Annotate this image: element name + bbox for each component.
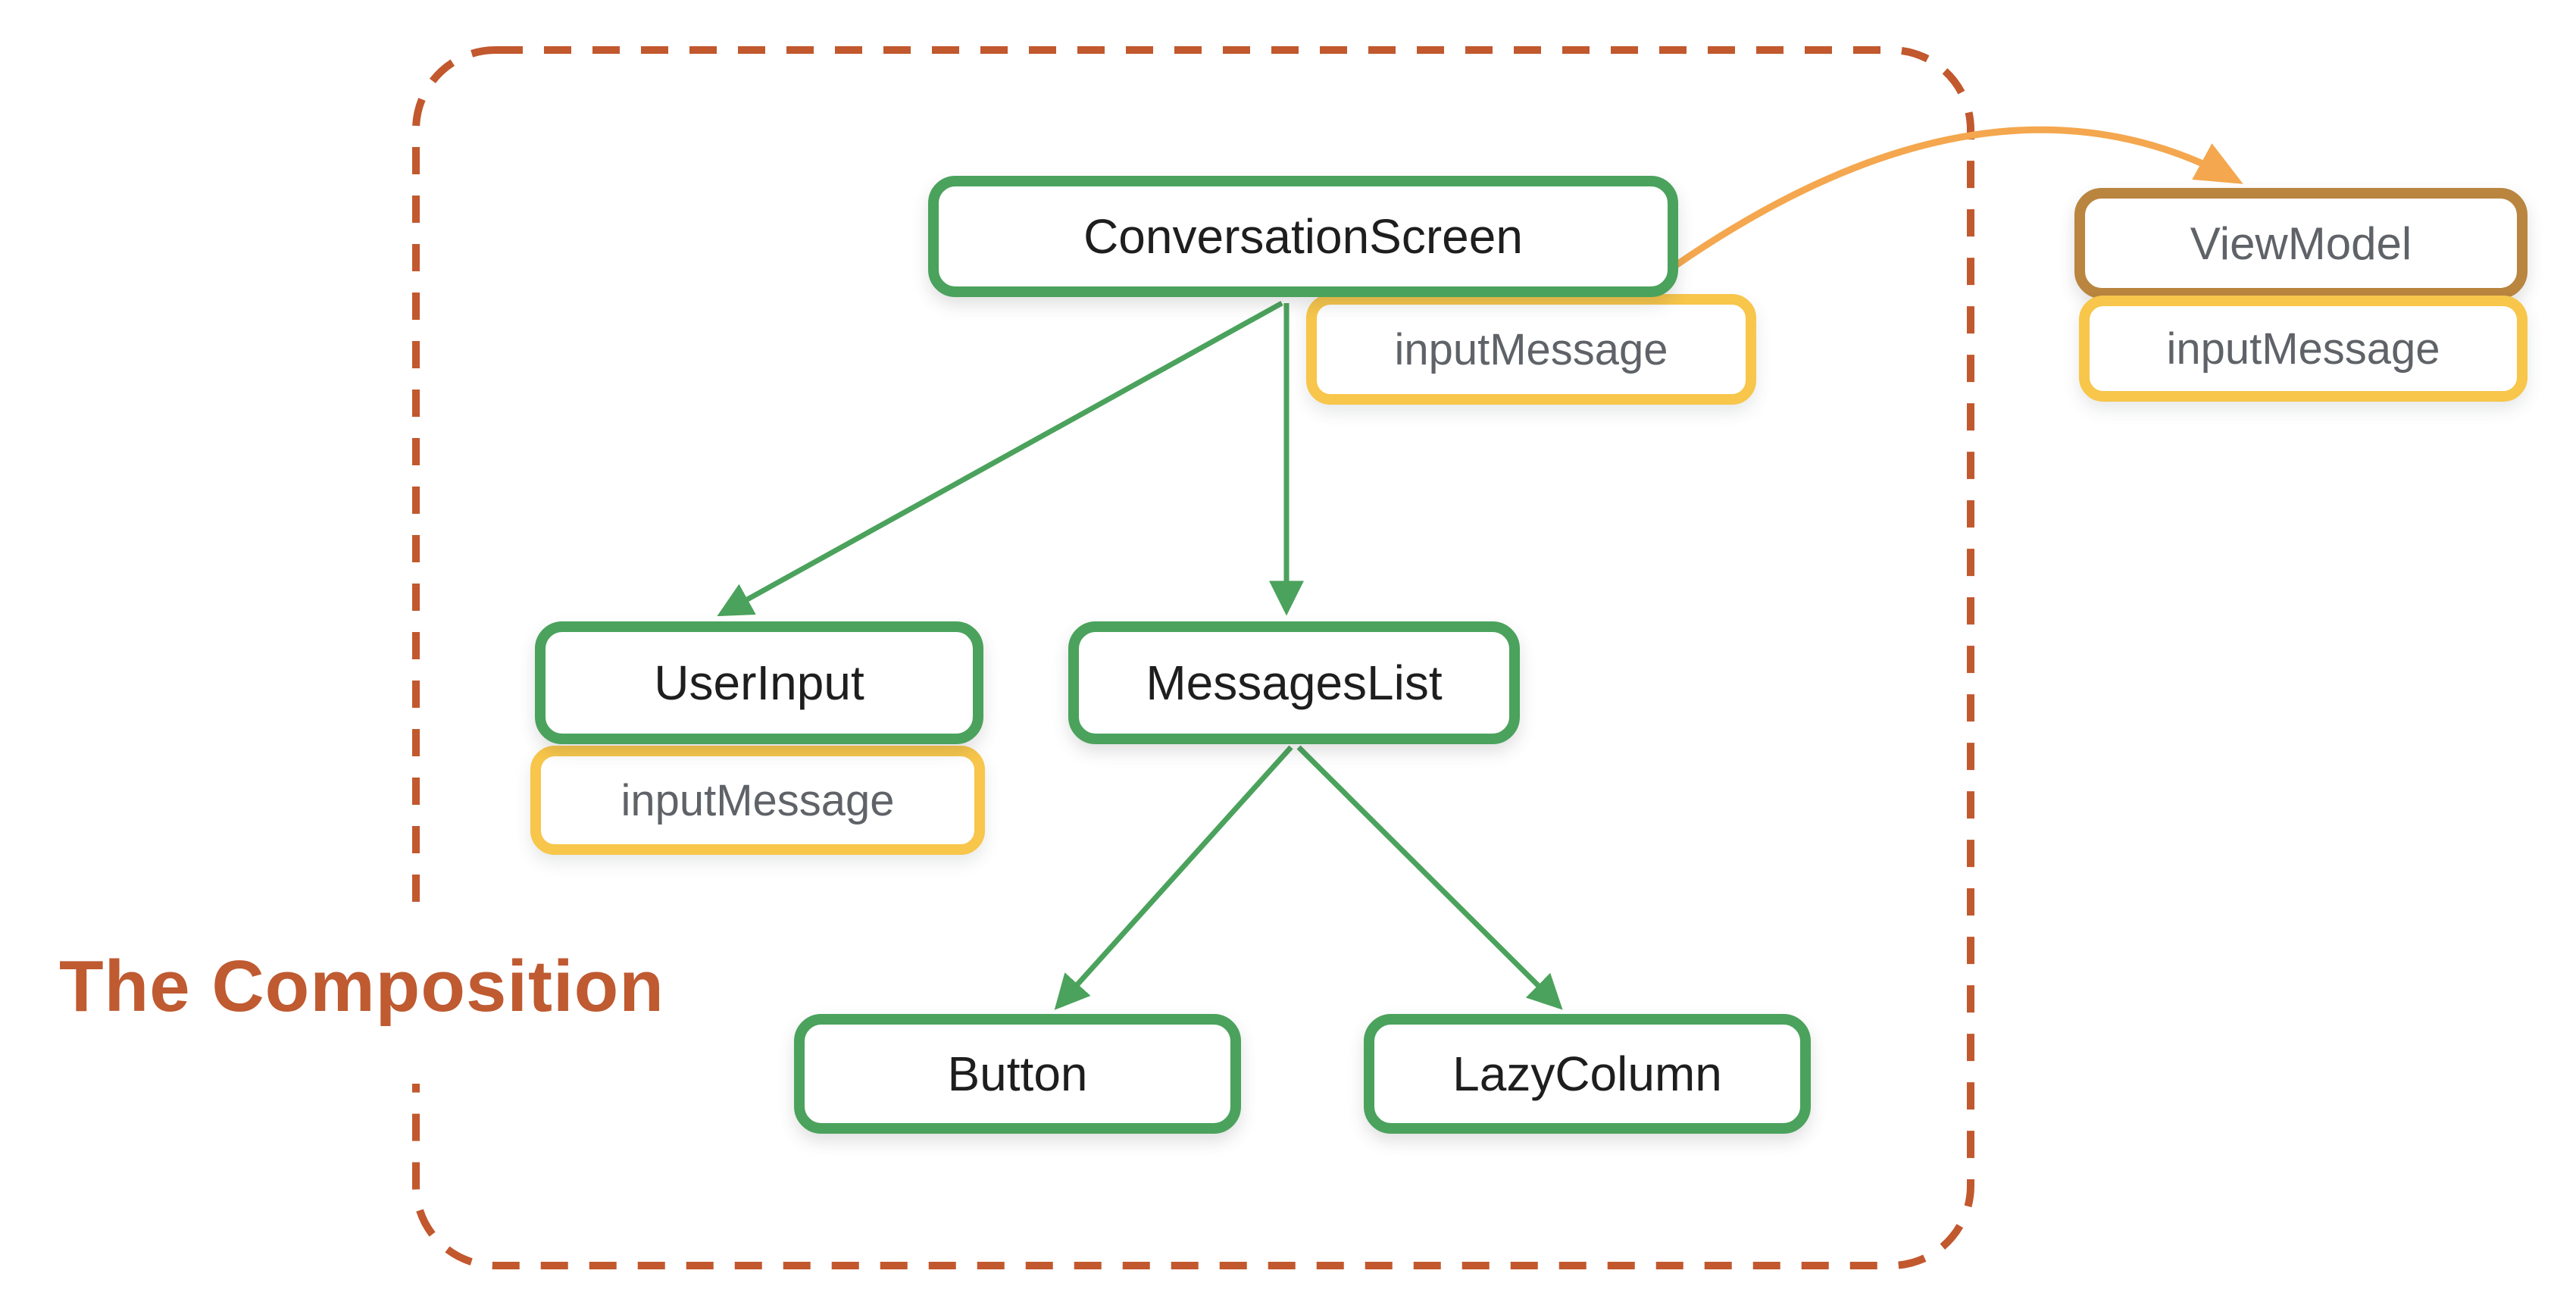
badge-conversationscreen-inputmessage: inputMessage (1306, 294, 1756, 405)
node-messageslist-label: MessagesList (1146, 656, 1443, 710)
badge-viewmodel-inputmessage-label: inputMessage (2166, 324, 2440, 374)
badge-userinput-inputmessage: inputMessage (530, 746, 985, 855)
node-lazycolumn: LazyColumn (1364, 1014, 1811, 1134)
node-button: Button (794, 1014, 1241, 1134)
node-messageslist: MessagesList (1068, 621, 1520, 744)
edge-conversationscreen-to-userinput-arrow (717, 300, 1283, 617)
badge-conversationscreen-inputmessage-label: inputMessage (1394, 324, 1668, 374)
node-userinput-label: UserInput (654, 656, 864, 710)
composition-boundary-dashed-border (412, 46, 1974, 1269)
node-conversationscreen: ConversationScreen (928, 176, 1678, 297)
node-button-label: Button (947, 1047, 1088, 1101)
edge-messageslist-to-button-arrow (1054, 745, 1293, 1010)
edge-messageslist-to-lazycolumn-arrow (1296, 745, 1563, 1010)
node-viewmodel-label: ViewModel (2190, 217, 2412, 269)
badge-viewmodel-inputmessage: inputMessage (2079, 296, 2528, 402)
node-userinput: UserInput (535, 621, 983, 744)
edge-conversationscreen-to-viewmodel-arrow (1674, 126, 2243, 268)
node-conversationscreen-label: ConversationScreen (1083, 209, 1523, 264)
badge-userinput-inputmessage-label: inputMessage (621, 775, 895, 825)
node-lazycolumn-label: LazyColumn (1452, 1047, 1722, 1101)
node-viewmodel: ViewModel (2074, 188, 2528, 299)
diagram-title: The Composition (59, 938, 690, 1043)
